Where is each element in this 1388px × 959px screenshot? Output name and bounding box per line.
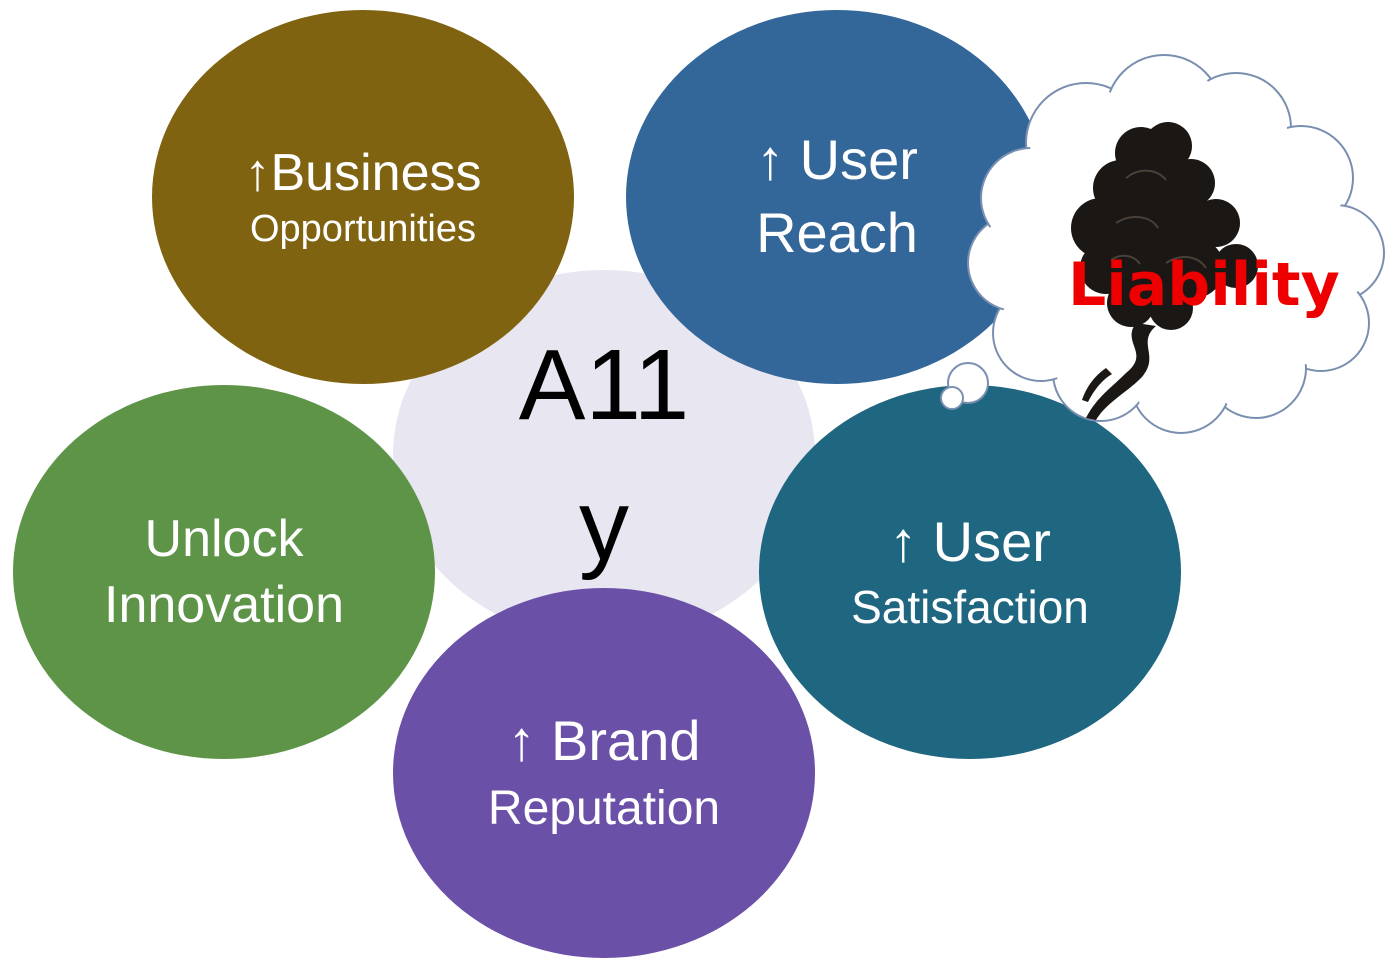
business-label-line2: Opportunities xyxy=(249,207,476,250)
brand-reputation-bubble: ↑ Brand Reputation xyxy=(393,588,815,958)
unlock-innovation-bubble: Unlock Innovation xyxy=(13,385,435,759)
user-satisfaction-bubble: ↑ User Satisfaction xyxy=(759,385,1181,759)
center-label-line2: y xyxy=(579,469,629,581)
brand-label-line1: ↑ Brand xyxy=(507,708,701,772)
reach-label-line1: ↑ User xyxy=(756,128,918,192)
liability-text: Liability xyxy=(1068,250,1340,320)
satisfaction-label-line2: Satisfaction xyxy=(851,580,1089,633)
business-opportunities-bubble: ↑Business Opportunities xyxy=(152,10,574,384)
unlock-label-line1: Unlock xyxy=(144,509,304,568)
thought-trail-circle-small xyxy=(940,386,964,410)
liability-label: Liability xyxy=(1068,255,1340,315)
smoke-highlights xyxy=(1110,169,1207,269)
user-reach-bubble: ↑ User Reach xyxy=(626,10,1048,384)
satisfaction-label-line1: ↑ User xyxy=(889,509,1051,573)
thought-bubble xyxy=(940,54,1385,434)
center-label-line1: A11 xyxy=(518,329,690,441)
unlock-label-line2: Innovation xyxy=(104,576,344,634)
smoke-cloud-icon xyxy=(1071,122,1258,420)
business-label-line1: ↑Business xyxy=(244,143,482,202)
brand-label-line2: Reputation xyxy=(487,782,721,836)
reach-label-line2: Reach xyxy=(756,201,918,264)
